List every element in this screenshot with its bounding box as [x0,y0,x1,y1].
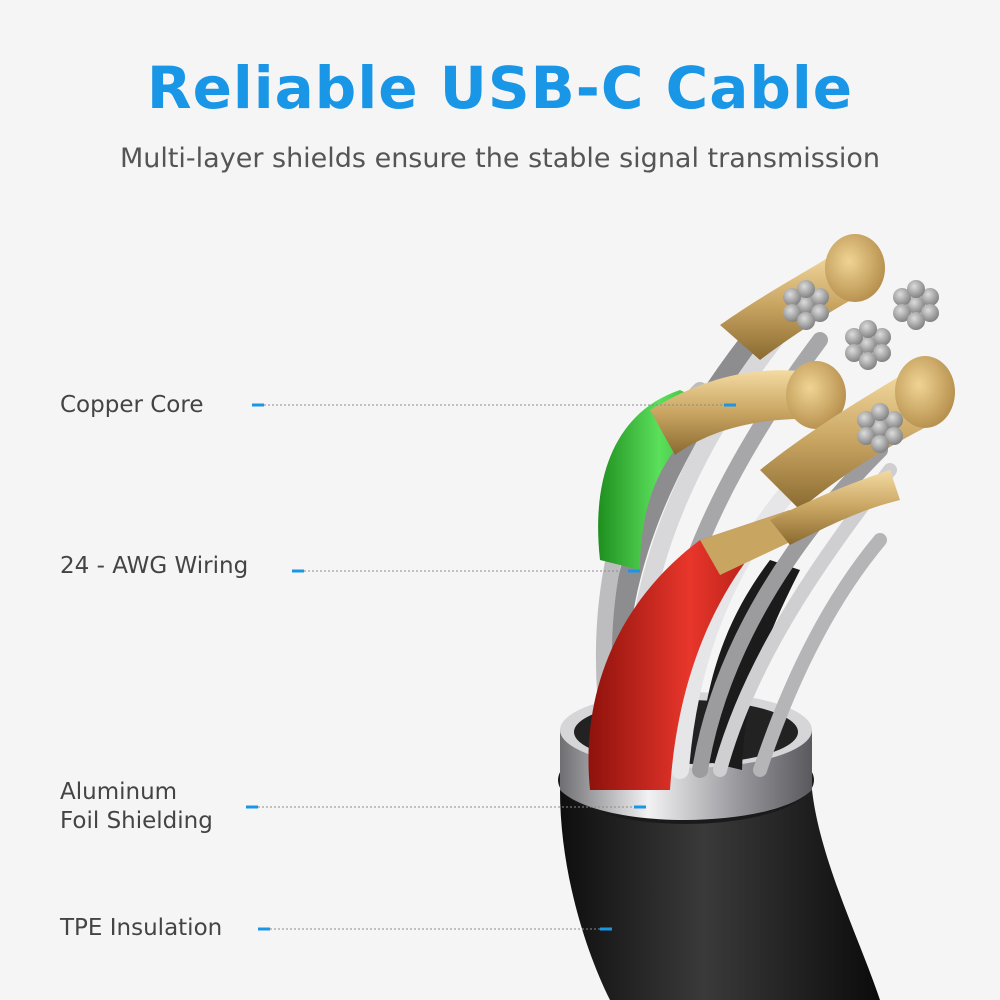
callout-tpe-insulation: TPE Insulation [60,915,223,941]
red-wire [588,510,790,790]
callout-leader-lines [246,403,736,931]
green-wire [598,390,720,570]
copper-core-conductors [650,234,955,545]
page-title: Reliable USB-C Cable [146,54,854,122]
callout-foil-shielding-line2: Foil Shielding [60,808,213,834]
callout-copper-core: Copper Core [60,392,204,418]
strand-ends [783,280,939,453]
callout-awg-wiring: 24 - AWG Wiring [60,553,249,579]
page-subtitle: Multi-layer shields ensure the stable si… [119,143,881,174]
tpe-jacket [560,790,880,1000]
callout-foil-shielding-line1: Aluminum [60,779,178,805]
